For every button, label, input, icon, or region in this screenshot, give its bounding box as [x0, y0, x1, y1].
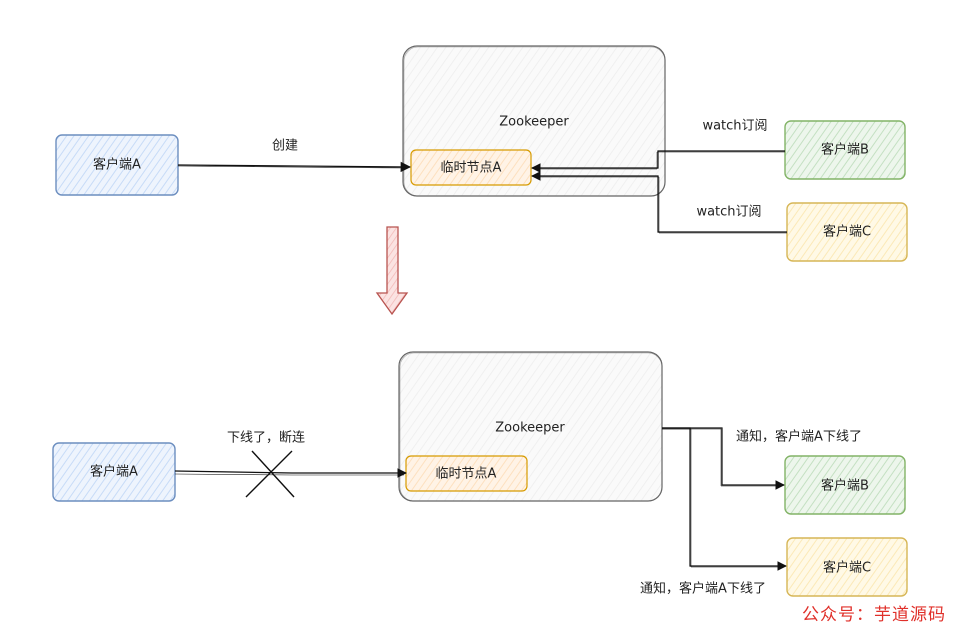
client-b-label-top: 客户端B — [821, 142, 869, 158]
client-c-label-bottom: 客户端C — [822, 560, 872, 576]
watch-b-arrow — [531, 150, 785, 173]
create-label: 创建 — [271, 138, 299, 154]
notify-b-arrow — [662, 427, 785, 490]
watch-c-label: watch订阅 — [696, 204, 762, 220]
transition-down-arrow — [375, 226, 409, 316]
notify-c-arrow — [662, 427, 787, 571]
notify-b-label: 通知，客户端A下线了 — [736, 429, 862, 445]
disconnected-arrow — [174, 468, 407, 478]
client-a-label-bottom: 客户端A — [90, 464, 138, 480]
client-c-box-bottom — [786, 537, 908, 597]
client-c-label-top: 客户端C — [822, 224, 872, 240]
client-b-box-bottom — [784, 455, 906, 515]
notify-c-label: 通知，客户端A下线了 — [640, 581, 766, 597]
watch-b-label: watch订阅 — [702, 118, 768, 134]
client-a-box-bottom — [52, 442, 176, 502]
temp-node-label-bottom: 临时节点A — [435, 466, 497, 482]
client-b-label-bottom: 客户端B — [821, 478, 869, 494]
temp-node-label-top: 临时节点A — [440, 160, 502, 176]
client-b-box-top — [784, 120, 906, 180]
watch-c-arrow — [531, 171, 787, 233]
watermark-text: 公众号：芋道源码 — [802, 605, 946, 625]
client-a-label-top: 客户端A — [93, 157, 141, 173]
disconnect-label: 下线了，断连 — [226, 430, 306, 446]
zookeeper-label-bottom: Zookeeper — [495, 420, 565, 436]
create-arrow — [177, 161, 412, 173]
zookeeper-label-top: Zookeeper — [499, 114, 569, 130]
